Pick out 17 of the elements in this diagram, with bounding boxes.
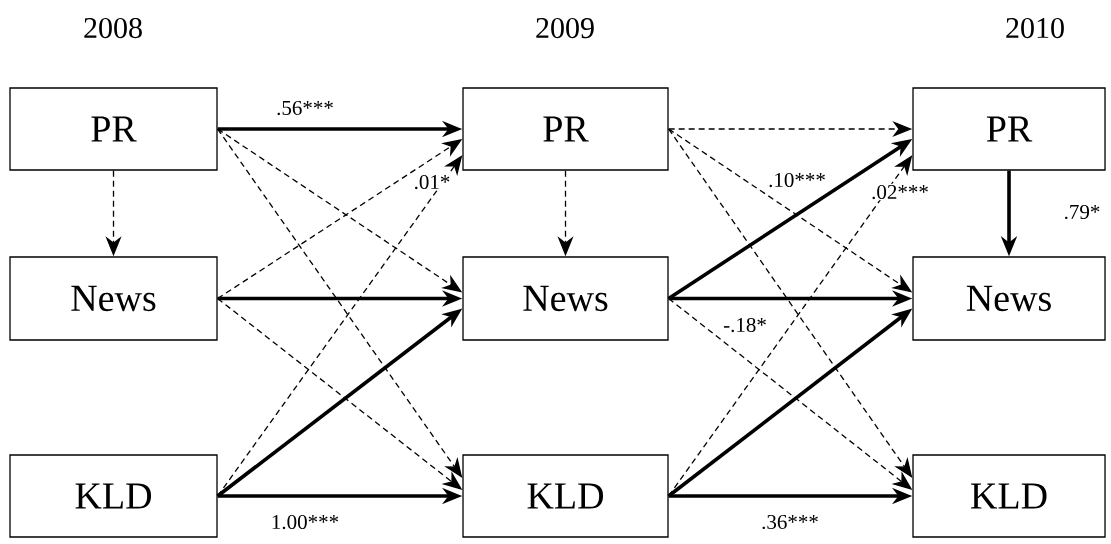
edge-label: .01* <box>412 173 452 191</box>
variable-box: KLD <box>912 454 1106 538</box>
edge-label: .02*** <box>870 183 930 201</box>
variable-box: News <box>912 256 1106 341</box>
edge-label: .56*** <box>275 99 335 117</box>
variable-box: PR <box>912 87 1106 171</box>
variable-box: KLD <box>462 454 669 538</box>
variable-box: PR <box>9 87 218 171</box>
edge-label: .79* <box>1062 203 1102 221</box>
edge-label: 1.00*** <box>269 513 341 531</box>
edge-label: .36*** <box>760 513 820 531</box>
edge-label: .10*** <box>767 171 827 189</box>
variable-box: News <box>462 256 669 341</box>
variable-box: PR <box>462 87 669 171</box>
edge-label: -.18* <box>722 316 768 334</box>
variable-box: KLD <box>9 454 218 538</box>
variable-box: News <box>9 256 218 341</box>
